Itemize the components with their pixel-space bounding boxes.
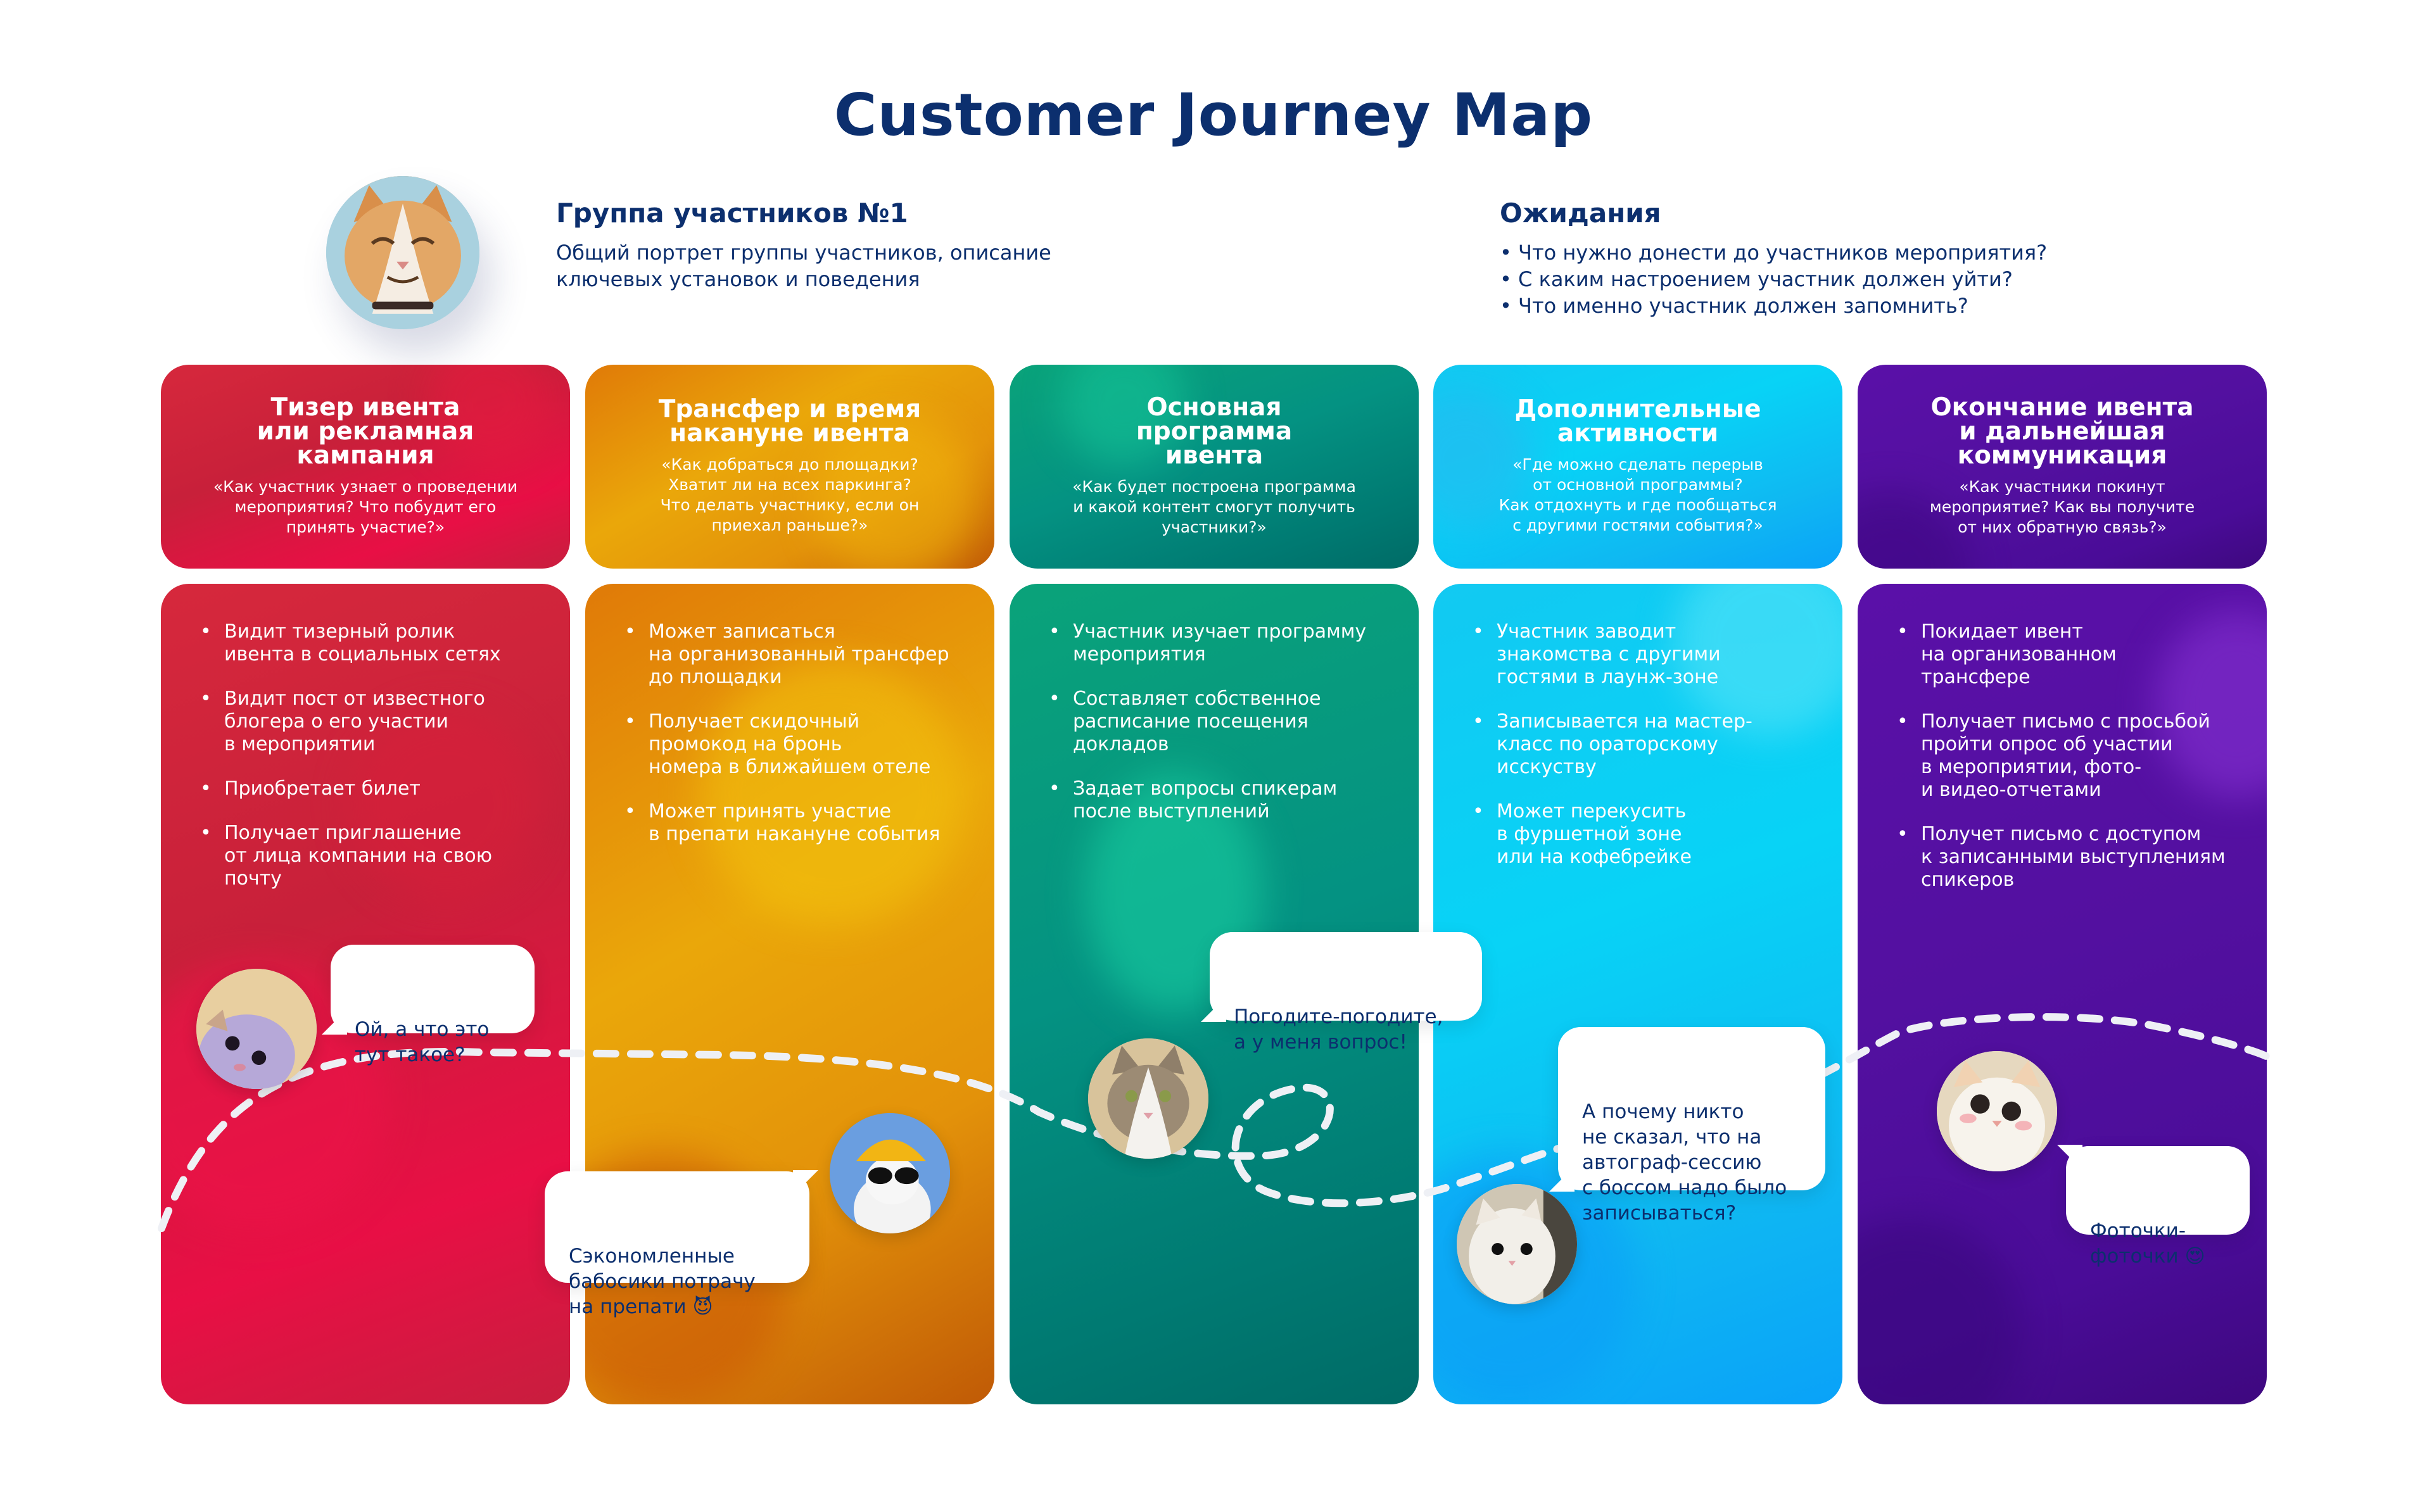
- action-item: Задает вопросы спикерам после выступлени…: [1046, 778, 1400, 823]
- commenter-avatar: [1937, 1051, 2057, 1171]
- stage-actions-list: Участник изучает программу мероприятия С…: [1046, 621, 1400, 845]
- stage-question: «Где можно сделать перерыв от основной п…: [1499, 455, 1777, 534]
- comment-bubble: А почему никто не сказал, что на автогра…: [1549, 1027, 1825, 1225]
- stage-actions-list: Участник заводит знакомства с другими го…: [1470, 621, 1823, 890]
- comment-text: Фоточки- фоточки 😍: [2090, 1219, 2205, 1268]
- action-item: Записывается на мастер- класс по ораторс…: [1470, 710, 1823, 779]
- action-item: Получает письмо с просьбой пройти опрос …: [1894, 710, 2248, 802]
- expectation-item: С каким настроением участник должен уйти…: [1500, 266, 2047, 293]
- expectation-item: Что именно участник должен запомнить?: [1500, 293, 2047, 319]
- action-item: Видит тизерный ролик ивента в социальных…: [198, 621, 551, 666]
- stage-header-card: Дополнительные активности «Где можно сде…: [1433, 365, 1842, 569]
- commenter-avatar: [830, 1113, 950, 1233]
- action-item: Участник изучает программу мероприятия: [1046, 621, 1400, 666]
- comment-text: Ой, а что это тут такое?: [355, 1018, 490, 1066]
- comment-text: Погодите-погодите, а у меня вопрос!: [1234, 1005, 1443, 1054]
- persona-avatar: [326, 176, 479, 329]
- commenter-avatar: [1457, 1184, 1577, 1304]
- action-item: Получает приглашение от лица компании на…: [198, 822, 551, 890]
- stage-header-card: Основная программа ивента «Как будет пос…: [1010, 365, 1419, 569]
- stage-body-card: Покидает ивент на организованном трансфе…: [1858, 584, 2267, 1404]
- comment-bubble: Сэкономленные бабосики потрачу на препат…: [545, 1170, 818, 1318]
- stage-actions-list: Покидает ивент на организованном трансфе…: [1894, 621, 2248, 913]
- action-item: Приобретает билет: [198, 778, 551, 800]
- stage-question: «Как будет построена программа и какой к…: [1072, 477, 1356, 536]
- blushing-kitten-icon: [1937, 1051, 2057, 1171]
- action-item: Может перекусить в фуршетной зоне или на…: [1470, 800, 1823, 869]
- stage-header-card: Тизер ивента или рекламная кампания «Как…: [161, 365, 570, 569]
- comment-bubble: Ой, а что это тут такое?: [322, 945, 535, 1066]
- action-item: Получет письмо с доступом к записанными …: [1894, 823, 2248, 891]
- stage-question: «Как участник узнает о проведении меропр…: [213, 477, 518, 536]
- shocked-white-cat-icon: [1457, 1184, 1577, 1304]
- stage-question: «Как добраться до площадки? Хватит ли на…: [660, 455, 920, 534]
- persona-title: Группа участников №1: [556, 198, 908, 229]
- stage-actions-list: Видит тизерный ролик ивента в социальных…: [198, 621, 551, 912]
- action-item: Покидает ивент на организованном трансфе…: [1894, 621, 2248, 689]
- action-item: Составляет собственное расписание посеще…: [1046, 688, 1400, 756]
- comment-text: А почему никто не сказал, что на автогра…: [1582, 1100, 1787, 1225]
- stage-title: Тизер ивента или рекламная кампания: [257, 393, 474, 470]
- curious-cat-icon: [196, 969, 317, 1089]
- commenter-avatar: [196, 969, 317, 1089]
- serious-tabby-cat-icon: [1088, 1038, 1208, 1159]
- stage-actions-list: Может записаться на организованный транс…: [622, 621, 975, 867]
- expectations-list: Что нужно донести до участников мероприя…: [1500, 239, 2047, 319]
- smiling-cat-icon: [326, 176, 479, 329]
- comment-text: Сэкономленные бабосики потрачу на препат…: [569, 1245, 756, 1318]
- stage-title: Основная программа ивента: [1136, 393, 1293, 470]
- action-item: Может записаться на организованный транс…: [622, 621, 975, 689]
- cool-cat-in-hat-icon: [830, 1113, 950, 1233]
- action-item: Участник заводит знакомства с другими го…: [1470, 621, 1823, 689]
- page-title: Customer Journey Map: [833, 81, 1594, 149]
- expectations-title: Ожидания: [1500, 198, 1661, 229]
- stage-body-card: Участник изучает программу мероприятия С…: [1010, 584, 1419, 1404]
- stage-header-card: Трансфер и время накануне ивента «Как до…: [585, 365, 994, 569]
- expectation-item: Что нужно донести до участников мероприя…: [1500, 239, 2047, 266]
- stage-title: Дополнительные активности: [1514, 395, 1761, 448]
- persona-description: Общий портрет группы участников, описани…: [556, 241, 1051, 291]
- stage-question: «Как участники покинут мероприятие? Как …: [1929, 477, 2195, 536]
- stage-title: Окончание ивента и дальнейшая коммуникац…: [1930, 393, 2194, 470]
- comment-bubble: Фоточки- фоточки 😍: [2057, 1145, 2250, 1268]
- action-item: Видит пост от известного блогера о его у…: [198, 688, 551, 756]
- action-item: Получает скидочный промокод на бронь ном…: [622, 710, 975, 779]
- comment-bubble: Погодите-погодите, а у меня вопрос!: [1201, 932, 1482, 1054]
- stage-header-card: Окончание ивента и дальнейшая коммуникац…: [1858, 365, 2267, 569]
- commenter-avatar: [1088, 1038, 1208, 1159]
- action-item: Может принять участие в препати накануне…: [622, 800, 975, 846]
- stage-title: Трансфер и время накануне ивента: [658, 395, 922, 448]
